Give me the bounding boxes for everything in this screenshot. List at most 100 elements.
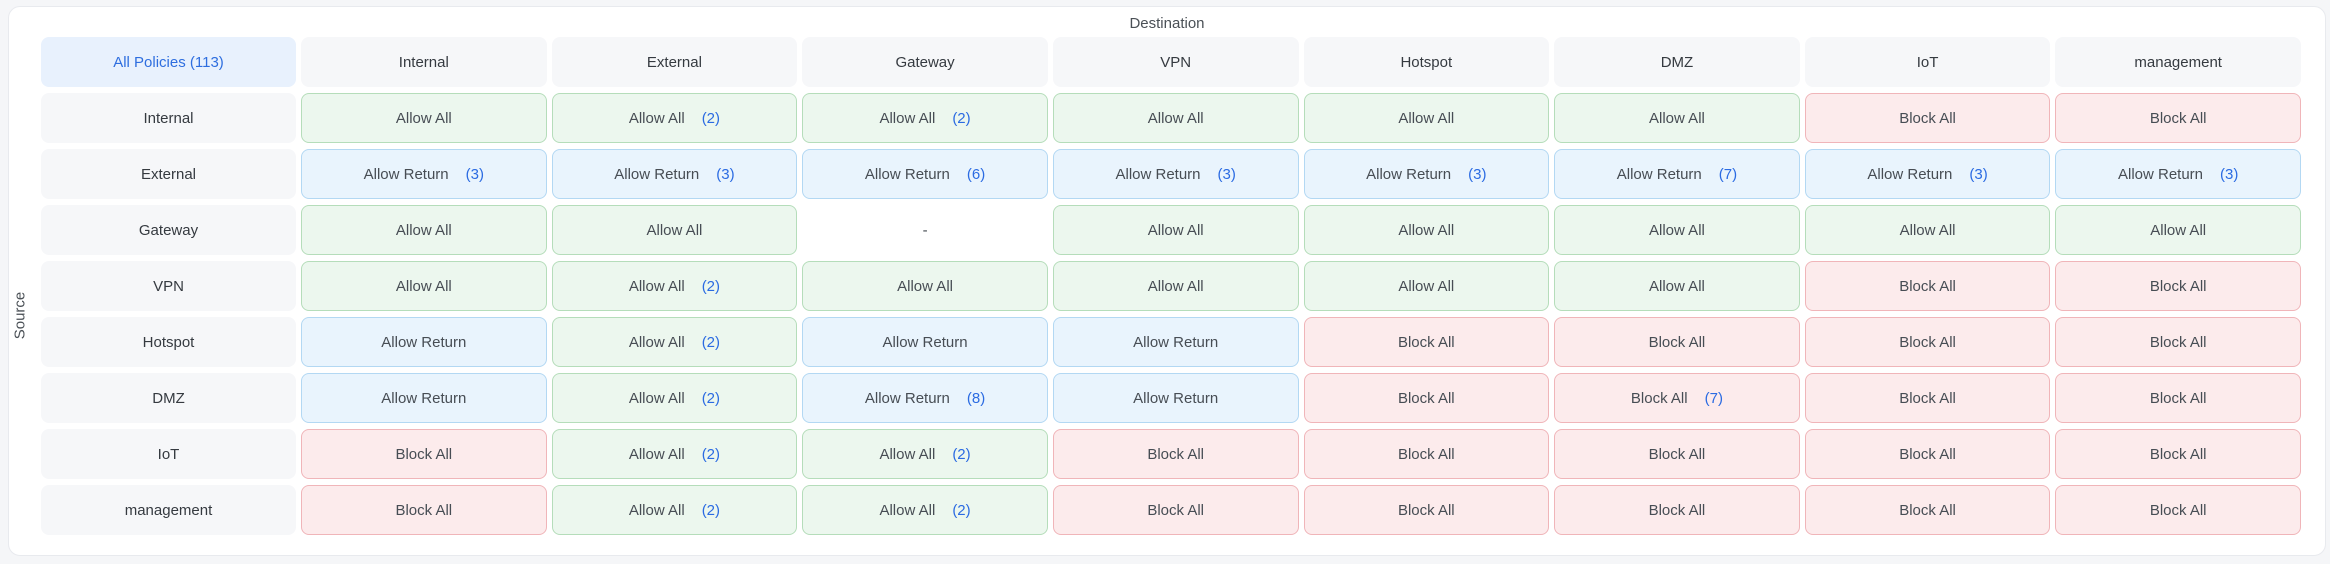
policy-cell-dmz-internal[interactable]: Allow Return bbox=[301, 373, 547, 423]
policy-cell-internal-iot[interactable]: Block All bbox=[1804, 93, 2051, 143]
policy-cell-hotspot-management[interactable]: Block All bbox=[2055, 317, 2301, 367]
row-header-external[interactable]: External bbox=[41, 149, 296, 199]
policy-cell-iot-internal[interactable]: Block All bbox=[301, 429, 547, 479]
policy-cell-hotspot-iot[interactable]: Block All bbox=[1804, 317, 2051, 367]
row-header-gateway[interactable]: Gateway bbox=[41, 205, 296, 255]
policy-label: Allow All bbox=[628, 389, 685, 407]
policy-label: Allow Return bbox=[1366, 165, 1452, 183]
row-header-dmz[interactable]: DMZ bbox=[41, 373, 296, 423]
policy-cell-internal-gateway[interactable]: Allow All(2) bbox=[802, 93, 1048, 143]
policy-cell-external-external[interactable]: Allow Return(3) bbox=[551, 149, 798, 199]
policy-label: Allow All bbox=[646, 221, 703, 239]
source-axis-label: Source bbox=[11, 291, 29, 340]
policy-cell-management-vpn[interactable]: Block All bbox=[1052, 485, 1299, 535]
policy-cell-gateway-internal[interactable]: Allow All bbox=[301, 205, 547, 255]
policy-cell-iot-dmz[interactable]: Block All bbox=[1554, 429, 1800, 479]
col-header-internal[interactable]: Internal bbox=[301, 37, 547, 87]
policy-count: (2) bbox=[701, 109, 721, 127]
policy-cell-iot-iot[interactable]: Block All bbox=[1804, 429, 2051, 479]
policy-label: Block All bbox=[1899, 445, 1956, 463]
policy-label: Allow All bbox=[1649, 277, 1705, 295]
policy-cell-external-iot[interactable]: Allow Return(3) bbox=[1804, 149, 2051, 199]
policy-cell-gateway-external[interactable]: Allow All bbox=[551, 205, 798, 255]
col-header-dmz[interactable]: DMZ bbox=[1554, 37, 1800, 87]
policy-count: (2) bbox=[701, 445, 721, 463]
policy-label: Block All bbox=[395, 445, 453, 463]
policy-count: (3) bbox=[716, 165, 735, 183]
policy-cell-dmz-management[interactable]: Block All bbox=[2055, 373, 2301, 423]
col-header-iot[interactable]: IoT bbox=[1804, 37, 2051, 87]
policy-cell-iot-hotspot[interactable]: Block All bbox=[1303, 429, 1550, 479]
policy-cell-external-gateway[interactable]: Allow Return(6) bbox=[802, 149, 1048, 199]
col-header-external[interactable]: External bbox=[551, 37, 798, 87]
policy-cell-gateway-iot[interactable]: Allow All bbox=[1804, 205, 2051, 255]
policy-cell-vpn-vpn[interactable]: Allow All bbox=[1052, 261, 1299, 311]
policy-cell-iot-management[interactable]: Block All bbox=[2055, 429, 2301, 479]
policy-cell-management-internal[interactable]: Block All bbox=[301, 485, 547, 535]
policy-label: - bbox=[922, 221, 928, 239]
policy-cell-hotspot-external[interactable]: Allow All(2) bbox=[551, 317, 798, 367]
policy-label: Allow All bbox=[1398, 221, 1455, 239]
policy-cell-gateway-vpn[interactable]: Allow All bbox=[1052, 205, 1299, 255]
policy-count: (7) bbox=[1704, 389, 1723, 407]
policy-count: (3) bbox=[465, 165, 484, 183]
policy-label: Block All bbox=[1397, 333, 1455, 351]
col-header-vpn[interactable]: VPN bbox=[1052, 37, 1299, 87]
policy-cell-gateway-hotspot[interactable]: Allow All bbox=[1303, 205, 1550, 255]
policy-cell-dmz-hotspot[interactable]: Block All bbox=[1303, 373, 1550, 423]
policy-cell-dmz-dmz[interactable]: Block All(7) bbox=[1554, 373, 1800, 423]
policy-cell-vpn-gateway[interactable]: Allow All bbox=[802, 261, 1048, 311]
policy-count: (2) bbox=[952, 445, 971, 463]
row-header-vpn[interactable]: VPN bbox=[41, 261, 296, 311]
policy-cell-internal-management[interactable]: Block All bbox=[2055, 93, 2301, 143]
policy-cell-dmz-iot[interactable]: Block All bbox=[1804, 373, 2051, 423]
col-header-gateway[interactable]: Gateway bbox=[802, 37, 1048, 87]
policy-cell-hotspot-hotspot[interactable]: Block All bbox=[1303, 317, 1550, 367]
policy-cell-hotspot-vpn[interactable]: Allow Return bbox=[1052, 317, 1299, 367]
policy-label: Block All bbox=[2149, 389, 2207, 407]
policy-cell-vpn-dmz[interactable]: Allow All bbox=[1554, 261, 1800, 311]
policy-cell-external-dmz[interactable]: Allow Return(7) bbox=[1554, 149, 1800, 199]
policy-cell-external-internal[interactable]: Allow Return(3) bbox=[301, 149, 547, 199]
policy-cell-management-dmz[interactable]: Block All bbox=[1554, 485, 1800, 535]
all-policies-button[interactable]: All Policies (113) bbox=[41, 37, 296, 87]
policy-cell-gateway-management[interactable]: Allow All bbox=[2055, 205, 2301, 255]
policy-label: Allow All bbox=[1649, 221, 1705, 239]
col-header-hotspot[interactable]: Hotspot bbox=[1303, 37, 1550, 87]
policy-cell-internal-vpn[interactable]: Allow All bbox=[1052, 93, 1299, 143]
policy-cell-hotspot-dmz[interactable]: Block All bbox=[1554, 317, 1800, 367]
policy-cell-gateway-dmz[interactable]: Allow All bbox=[1554, 205, 1800, 255]
row-header-internal[interactable]: Internal bbox=[41, 93, 296, 143]
policy-cell-management-hotspot[interactable]: Block All bbox=[1303, 485, 1550, 535]
policy-label: Block All bbox=[1899, 389, 1956, 407]
policy-cell-vpn-management[interactable]: Block All bbox=[2055, 261, 2301, 311]
policy-cell-vpn-iot[interactable]: Block All bbox=[1804, 261, 2051, 311]
row-header-iot[interactable]: IoT bbox=[41, 429, 296, 479]
policy-cell-hotspot-gateway[interactable]: Allow Return bbox=[802, 317, 1048, 367]
policy-cell-vpn-external[interactable]: Allow All(2) bbox=[551, 261, 798, 311]
policy-cell-dmz-vpn[interactable]: Allow Return bbox=[1052, 373, 1299, 423]
policy-cell-external-hotspot[interactable]: Allow Return(3) bbox=[1303, 149, 1550, 199]
policy-cell-internal-dmz[interactable]: Allow All bbox=[1554, 93, 1800, 143]
policy-cell-vpn-internal[interactable]: Allow All bbox=[301, 261, 547, 311]
col-header-management[interactable]: management bbox=[2055, 37, 2301, 87]
policy-cell-dmz-external[interactable]: Allow All(2) bbox=[551, 373, 798, 423]
policy-cell-management-gateway[interactable]: Allow All(2) bbox=[802, 485, 1048, 535]
policy-cell-internal-external[interactable]: Allow All(2) bbox=[551, 93, 798, 143]
policy-cell-external-management[interactable]: Allow Return(3) bbox=[2055, 149, 2301, 199]
policy-cell-management-iot[interactable]: Block All bbox=[1804, 485, 2051, 535]
policy-cell-internal-internal[interactable]: Allow All bbox=[301, 93, 547, 143]
policy-cell-hotspot-internal[interactable]: Allow Return bbox=[301, 317, 547, 367]
policy-cell-external-vpn[interactable]: Allow Return(3) bbox=[1052, 149, 1299, 199]
policy-cell-vpn-hotspot[interactable]: Allow All bbox=[1303, 261, 1550, 311]
row-header-management[interactable]: management bbox=[41, 485, 296, 535]
policy-cell-dmz-gateway[interactable]: Allow Return(8) bbox=[802, 373, 1048, 423]
policy-cell-management-management[interactable]: Block All bbox=[2055, 485, 2301, 535]
row-header-hotspot[interactable]: Hotspot bbox=[41, 317, 296, 367]
policy-cell-iot-vpn[interactable]: Block All bbox=[1052, 429, 1299, 479]
policy-label: Allow Return bbox=[1867, 165, 1953, 183]
policy-cell-management-external[interactable]: Allow All(2) bbox=[551, 485, 798, 535]
policy-cell-internal-hotspot[interactable]: Allow All bbox=[1303, 93, 1550, 143]
policy-cell-iot-external[interactable]: Allow All(2) bbox=[551, 429, 798, 479]
policy-cell-iot-gateway[interactable]: Allow All(2) bbox=[802, 429, 1048, 479]
